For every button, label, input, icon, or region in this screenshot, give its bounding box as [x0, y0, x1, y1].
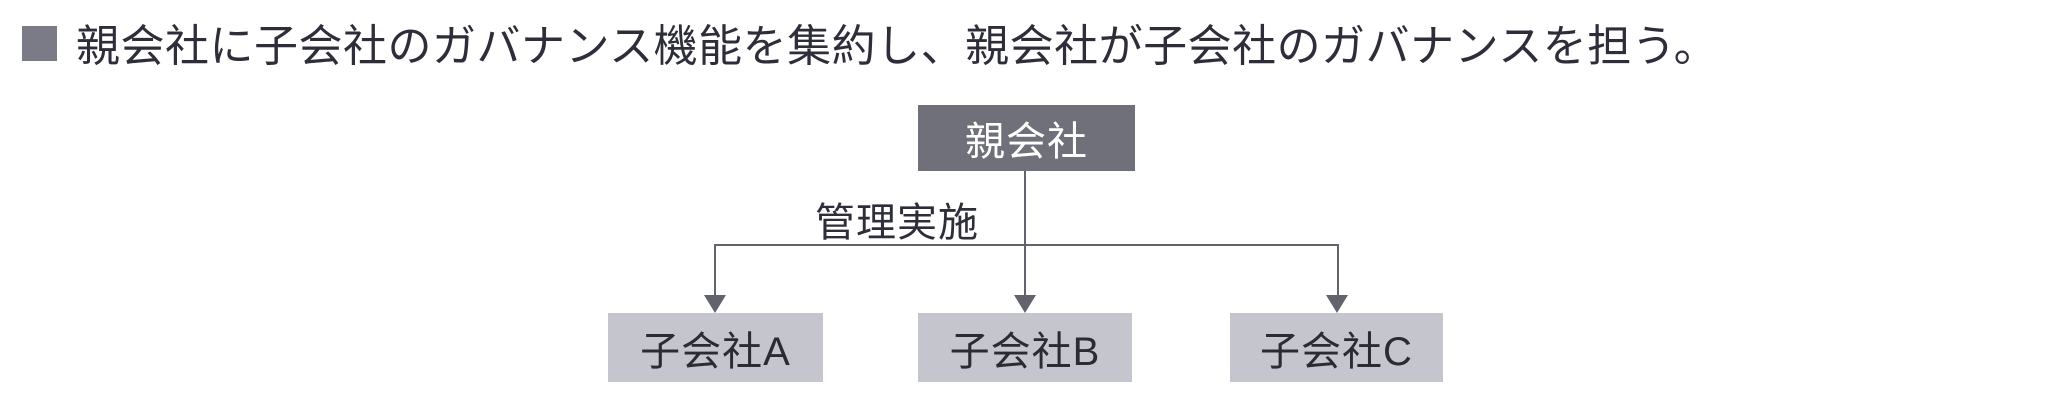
connector-horizontal: [714, 244, 1339, 246]
connector-left-drop: [714, 244, 716, 297]
arrow-down-icon: [1014, 295, 1036, 313]
node-parent-company: 親会社: [918, 105, 1135, 171]
arrow-down-icon: [704, 295, 726, 313]
node-subsidiary-c: 子会社C: [1230, 313, 1443, 382]
edge-label-management: 管理実施: [815, 201, 979, 245]
connector-right-drop: [1337, 244, 1339, 297]
square-bullet-icon: [22, 26, 57, 61]
node-subsidiary-b: 子会社B: [918, 313, 1132, 382]
connector-parent-drop: [1024, 170, 1026, 297]
arrow-down-icon: [1326, 295, 1348, 313]
header-statement: 親会社に子会社のガバナンス機能を集約し、親会社が子会社のガバナンスを担う。: [76, 22, 1719, 71]
node-subsidiary-a: 子会社A: [608, 313, 823, 382]
